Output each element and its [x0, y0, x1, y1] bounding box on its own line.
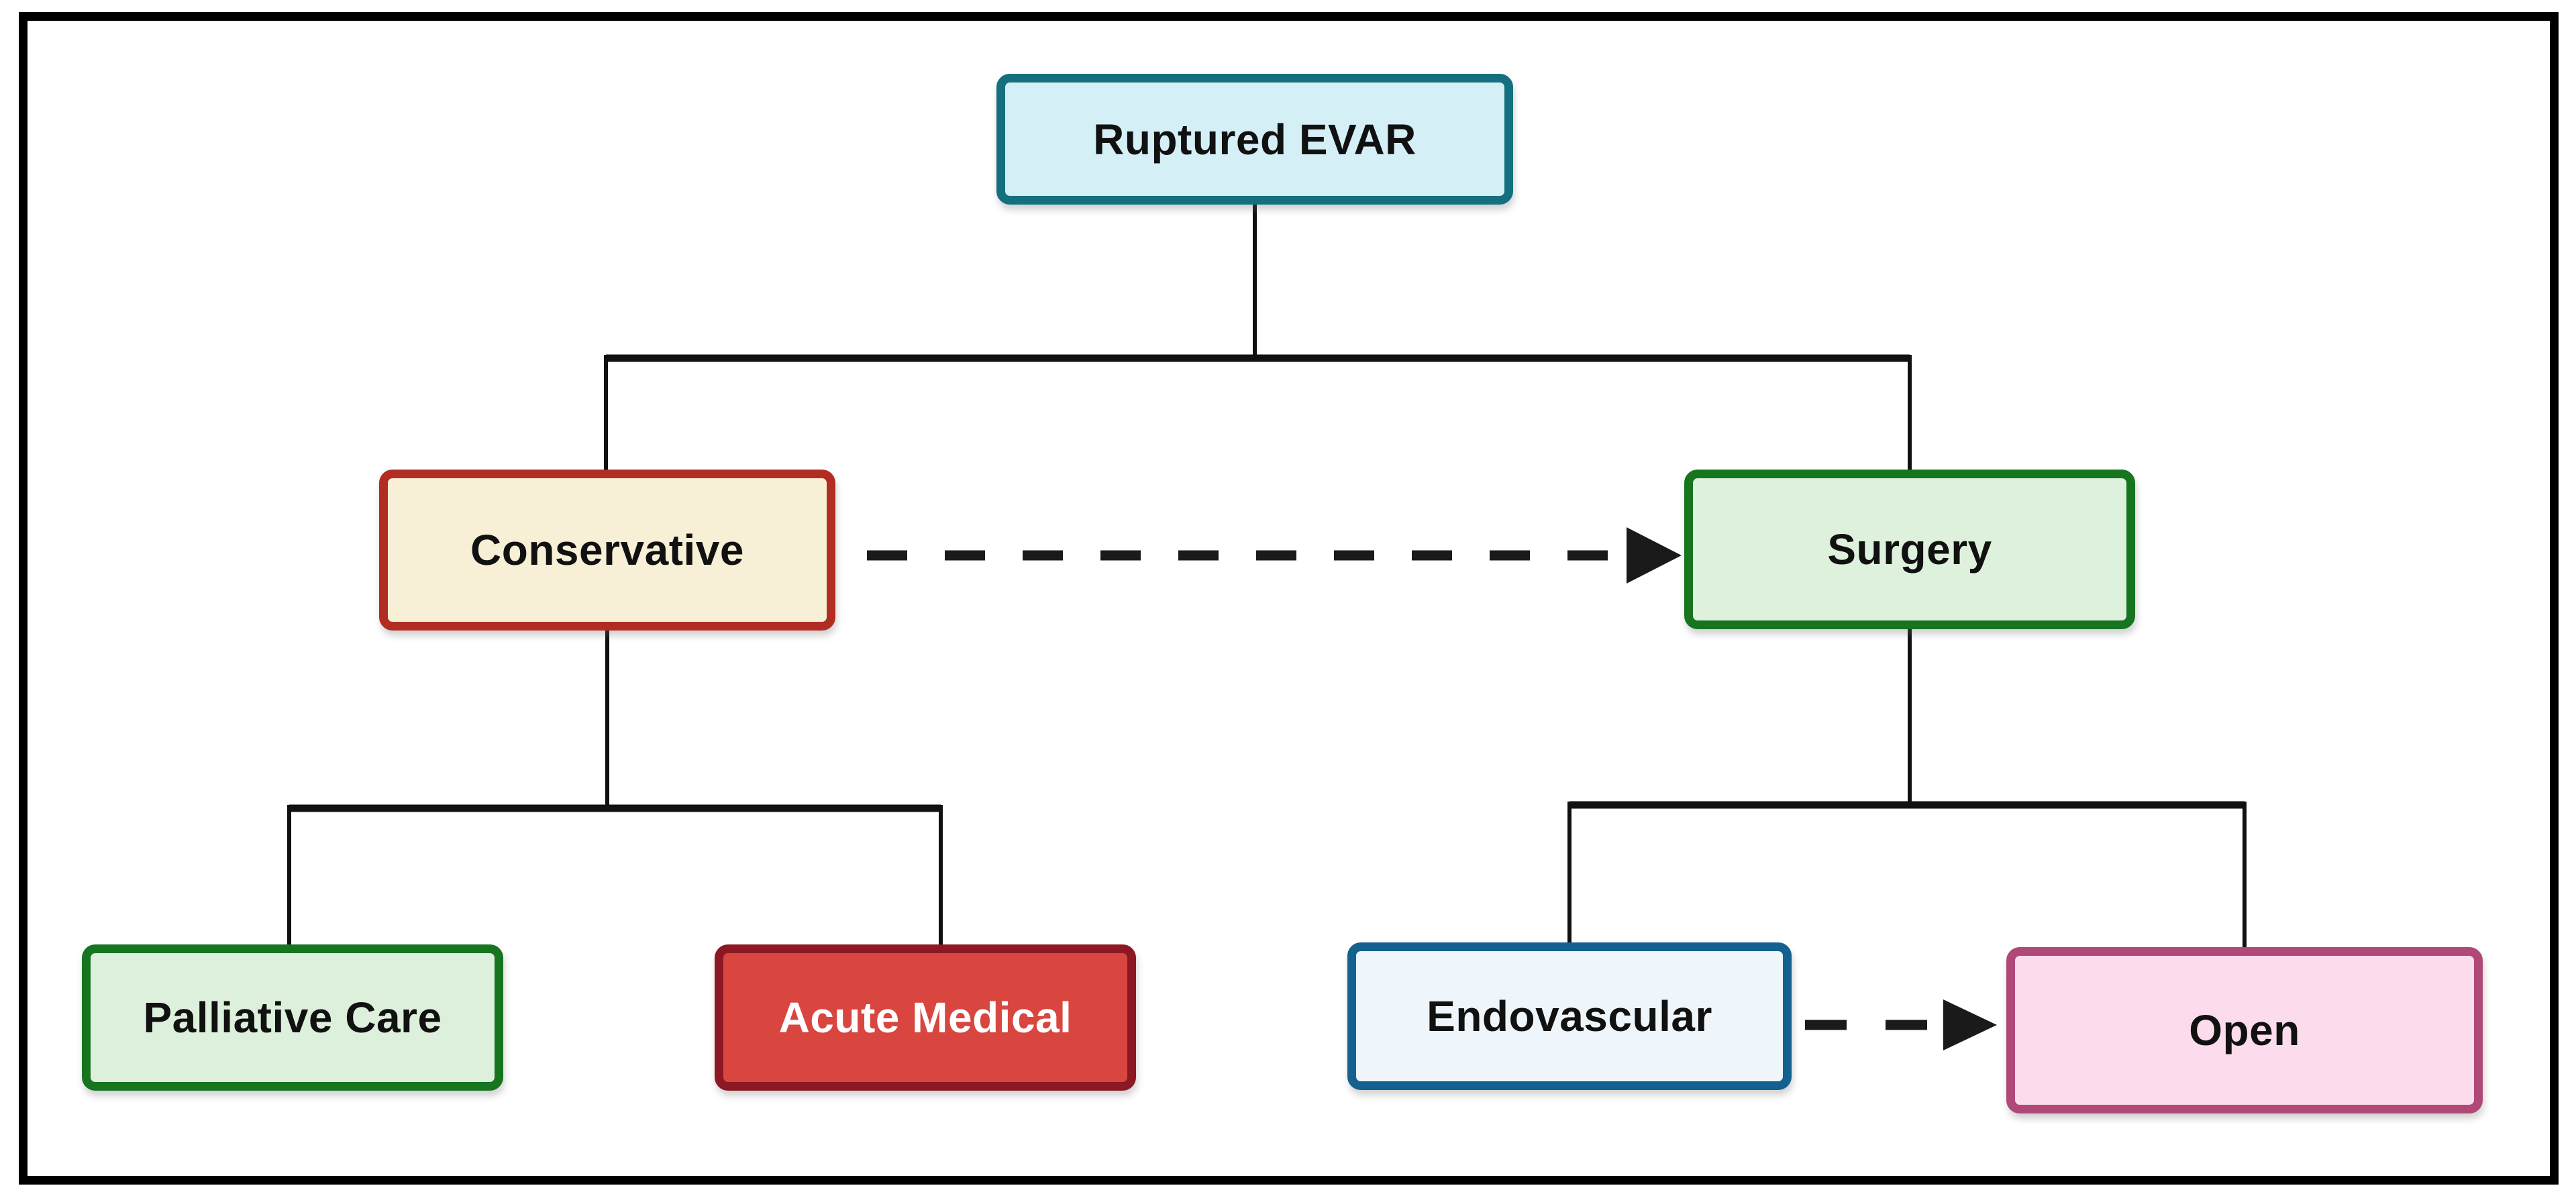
node-surgery-label: Surgery [1827, 525, 1992, 574]
node-palliative-care-label: Palliative Care [143, 993, 442, 1042]
node-palliative-care: Palliative Care [82, 944, 503, 1091]
node-ruptured-evar: Ruptured EVAR [996, 74, 1513, 205]
node-surgery: Surgery [1684, 470, 2135, 629]
outer-frame [19, 12, 2559, 1185]
node-endovascular: Endovascular [1347, 942, 1792, 1090]
node-ruptured-evar-label: Ruptured EVAR [1093, 115, 1416, 164]
node-acute-medical: Acute Medical [715, 944, 1136, 1091]
arrowhead-conservative-to-surgery [1627, 527, 1682, 584]
node-conservative-label: Conservative [470, 526, 744, 574]
node-open: Open [2006, 947, 2483, 1113]
node-conservative: Conservative [379, 470, 835, 631]
node-open-label: Open [2189, 1006, 2300, 1054]
node-acute-medical-label: Acute Medical [778, 993, 1072, 1042]
arrowhead-endovascular-to-open [1943, 999, 1997, 1050]
node-endovascular-label: Endovascular [1427, 992, 1712, 1040]
